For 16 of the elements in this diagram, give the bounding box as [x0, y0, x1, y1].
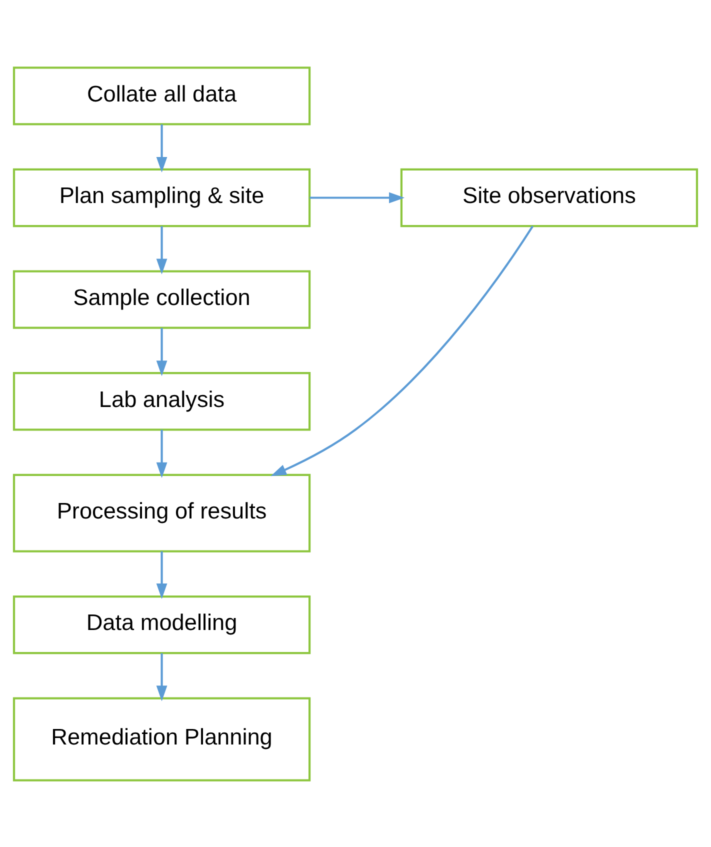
arrow — [156, 550, 168, 599]
node-box: Lab analysis — [12, 372, 311, 430]
node-box: Plan sampling & site — [12, 168, 311, 227]
node-box: Collate all data — [12, 66, 311, 125]
node-box: Data modelling — [12, 594, 311, 654]
arrow — [156, 328, 168, 376]
node-box: Remediation Planning — [12, 696, 311, 781]
node-box: Processing of results — [12, 473, 311, 552]
arrow — [156, 226, 168, 274]
node-box: Site observations — [400, 168, 698, 227]
arrow — [156, 652, 168, 701]
arrow — [156, 124, 168, 172]
arrow — [310, 192, 405, 203]
arrow — [156, 429, 168, 478]
node-box: Sample collection — [12, 270, 311, 328]
arrow — [270, 225, 534, 476]
